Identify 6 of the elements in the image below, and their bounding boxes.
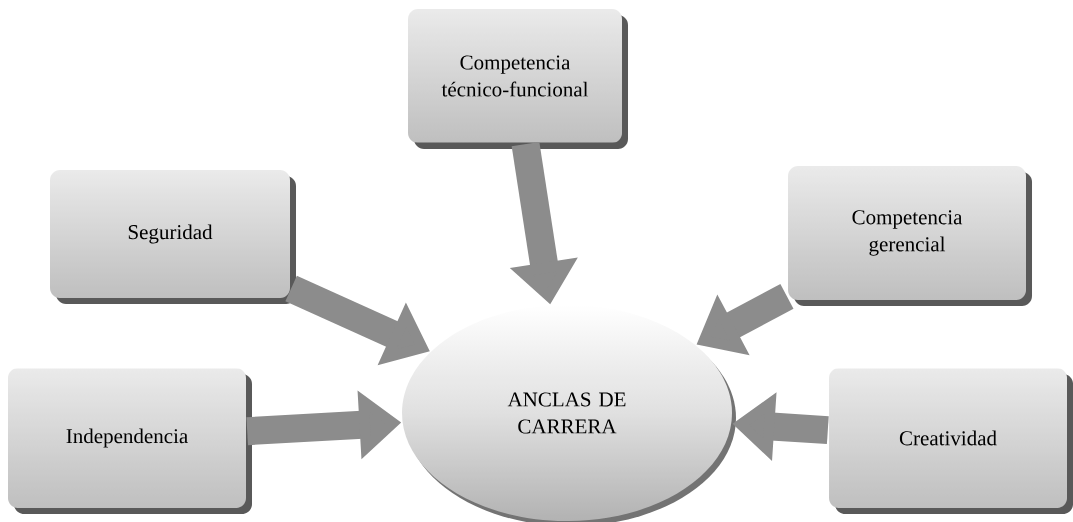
rounded-box: Competencia técnico-funcional [408,9,628,149]
rounded-box: Creatividad [829,368,1073,514]
rounded-box: Independencia [8,368,252,514]
rounded-box: Seguridad [50,170,296,304]
rounded-box: Competencia gerencial [788,166,1032,306]
ellipse-node: ANCLAS DE CARRERA [402,305,736,522]
